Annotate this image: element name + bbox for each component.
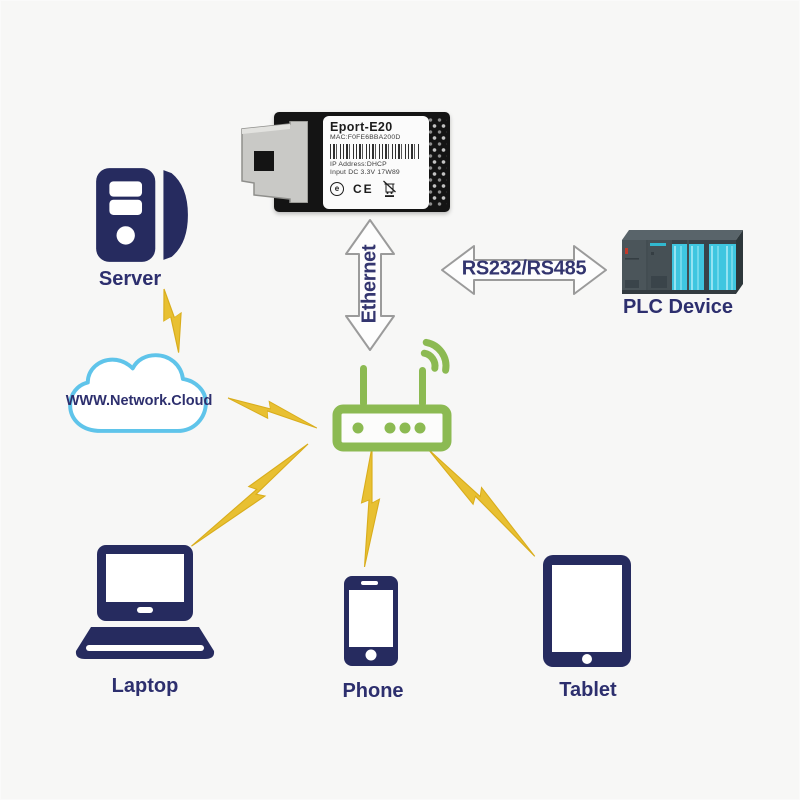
module-label: Eport-E20 MAC:F0FE6BBA200D IP Address:DH…	[323, 116, 429, 209]
lightning-bolt-router-phone-icon	[360, 446, 381, 568]
module-mac-address: MAC:F0FE6BBA200D	[330, 134, 401, 141]
eport-module: Eport-E20 MAC:F0FE6BBA200D IP Address:DH…	[238, 100, 460, 215]
ethernet-label: Ethernet	[358, 244, 381, 324]
rj45-connector-icon	[241, 121, 308, 203]
lightning-bolt-cloud-router-icon	[225, 390, 321, 432]
weee-bin-icon	[382, 180, 396, 197]
module-castellated-pins-icon	[428, 118, 447, 206]
module-certification-marks: e CE	[330, 180, 422, 197]
phone-icon	[344, 576, 398, 666]
lightning-bolt-router-laptop-icon	[188, 435, 314, 558]
tablet-label: Tablet	[559, 679, 617, 701]
tablet-icon	[543, 555, 631, 667]
laptop-icon	[75, 545, 215, 659]
plc-label: PLC Device	[622, 296, 734, 318]
module-input-spec: Input DC 3.3V 17W89	[330, 169, 400, 176]
module-title: Eport-E20	[330, 120, 393, 134]
serial-arrow-icon	[441, 245, 607, 295]
lightning-bolt-router-tablet-icon	[420, 442, 546, 560]
laptop-label: Laptop	[111, 675, 179, 697]
module-ip-address: IP Address:DHCP	[330, 161, 387, 168]
server-icon	[96, 168, 188, 262]
ethernet-arrow-icon	[345, 219, 395, 351]
wifi-router-icon	[332, 338, 452, 452]
cloud-label: WWW.Network.Cloud	[65, 393, 213, 409]
plc-device-icon	[622, 230, 743, 294]
cloud-icon	[68, 353, 208, 433]
phone-label: Phone	[342, 680, 404, 702]
ce-mark-icon: CE	[353, 181, 374, 196]
barcode-icon	[330, 144, 420, 159]
server-label: Server	[98, 268, 162, 290]
e-logo-icon: e	[330, 181, 344, 196]
serial-label: RS232/RS485	[461, 257, 587, 280]
lightning-bolt-server-cloud-icon	[152, 285, 195, 355]
